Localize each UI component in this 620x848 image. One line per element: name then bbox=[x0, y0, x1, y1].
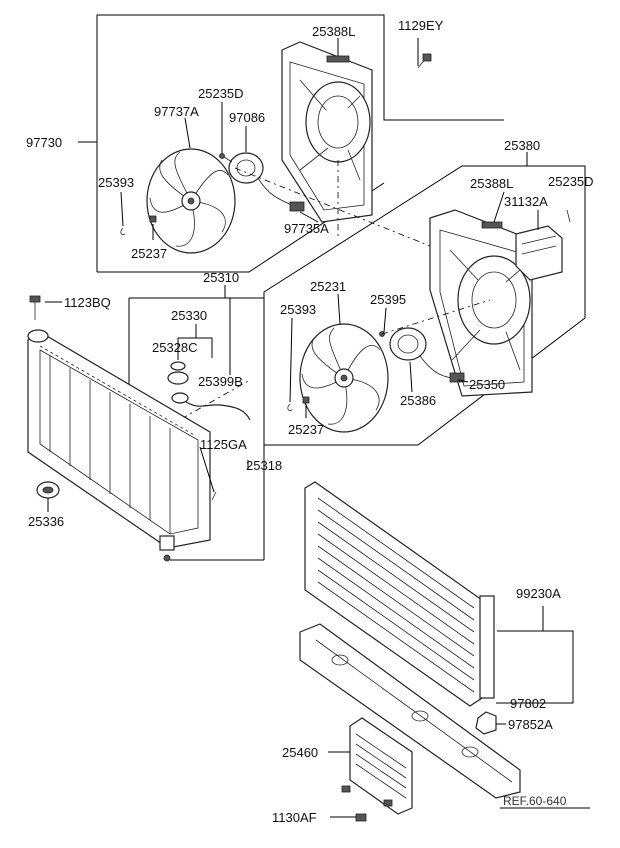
label-25330: 25330 bbox=[171, 308, 207, 323]
label-25328C: 25328C bbox=[152, 340, 198, 355]
radiator-core bbox=[27, 329, 211, 551]
label-97802: 97802 bbox=[510, 696, 546, 711]
label-25388L-right: 25388L bbox=[470, 176, 513, 191]
leader-25231 bbox=[337, 293, 341, 325]
label-1125GA: 1125GA bbox=[200, 437, 247, 452]
fan-shroud-top bbox=[281, 41, 373, 223]
label-25310: 25310 bbox=[203, 270, 239, 285]
label-ref: REF.60-640 bbox=[503, 794, 567, 808]
label-1130AF: 1130AF bbox=[272, 810, 317, 825]
radiator-cap-25330 bbox=[167, 324, 213, 404]
label-25388L-top: 25388L bbox=[312, 24, 355, 39]
label-97852A: 97852A bbox=[508, 717, 553, 732]
label-31132A: 31132A bbox=[504, 194, 548, 209]
leader-25386 bbox=[409, 361, 413, 393]
leader-25350 bbox=[457, 379, 469, 383]
fan-blade-right bbox=[299, 323, 389, 433]
bolt-1130AF bbox=[330, 813, 367, 822]
label-25235D-right: 25235D bbox=[548, 174, 594, 189]
nut-25237-top bbox=[149, 215, 157, 223]
leader-97737A bbox=[184, 117, 191, 149]
label-25350: 25350 bbox=[469, 377, 505, 392]
label-25460: 25460 bbox=[282, 745, 318, 760]
leader-25393-right bbox=[289, 317, 293, 403]
label-25386: 25386 bbox=[400, 393, 436, 408]
leader-25393-top bbox=[120, 191, 124, 227]
label-25399B: 25399B bbox=[198, 374, 243, 389]
nut-25237-right bbox=[302, 396, 310, 404]
cross-member bbox=[299, 623, 521, 799]
label-1123BQ: 1123BQ bbox=[64, 295, 111, 310]
dash-radiator bbox=[97, 379, 251, 467]
cap-97852A bbox=[475, 711, 497, 735]
bracket-99230A bbox=[496, 630, 574, 704]
radiator-group-25310 bbox=[27, 285, 265, 562]
mount-25336 bbox=[36, 481, 60, 512]
leader-25395 bbox=[383, 307, 387, 333]
box-97730-frame-top bbox=[96, 14, 504, 272]
condenser-group-99230A bbox=[304, 481, 574, 735]
fan-blade-top bbox=[146, 148, 236, 254]
labels: 25388L 1129EY 25235D 97737A 97086 97730 … bbox=[26, 18, 594, 825]
receiver-drier-97802 bbox=[479, 595, 495, 699]
label-97086: 97086 bbox=[229, 110, 265, 125]
leader-1125GA bbox=[199, 446, 215, 493]
label-25237-right: 25237 bbox=[288, 422, 324, 437]
label-97730: 97730 bbox=[26, 135, 62, 150]
fan-assembly-25380-group bbox=[263, 152, 586, 446]
label-99230A: 99230A bbox=[516, 586, 561, 601]
leader-97735A bbox=[299, 211, 319, 223]
label-25395: 25395 bbox=[370, 292, 406, 307]
label-97735A: 97735A bbox=[284, 221, 329, 236]
label-25380: 25380 bbox=[504, 138, 540, 153]
label-25231: 25231 bbox=[310, 279, 346, 294]
fan-shroud-right bbox=[429, 209, 533, 397]
clip-25393-top bbox=[120, 227, 126, 235]
drain-plug-25318 bbox=[163, 554, 171, 562]
fan-motor-right bbox=[379, 327, 465, 383]
dash-right-motor bbox=[381, 299, 491, 335]
fan-assembly-97730-group bbox=[78, 14, 504, 467]
label-25393-right: 25393 bbox=[280, 302, 316, 317]
screw-25235D-right bbox=[566, 209, 571, 223]
hose-25399B bbox=[185, 401, 251, 421]
label-97737A: 97737A bbox=[154, 104, 199, 119]
label-25237-top: 25237 bbox=[131, 246, 167, 261]
label-25393-top: 25393 bbox=[98, 175, 134, 190]
label-25235D-top: 25235D bbox=[198, 86, 244, 101]
label-25336: 25336 bbox=[28, 514, 64, 529]
leader-25388L-right bbox=[493, 191, 505, 223]
bolt-1129EY bbox=[417, 53, 432, 69]
bolt-1125GA bbox=[211, 491, 217, 501]
oil-cooler-25460 bbox=[328, 717, 413, 815]
bolt-1123BQ bbox=[29, 295, 62, 320]
label-1129EY: 1129EY bbox=[398, 18, 444, 33]
clip-25393-right bbox=[287, 403, 293, 411]
resistor-31132A bbox=[515, 225, 563, 281]
label-25318: 25318 bbox=[246, 458, 282, 473]
